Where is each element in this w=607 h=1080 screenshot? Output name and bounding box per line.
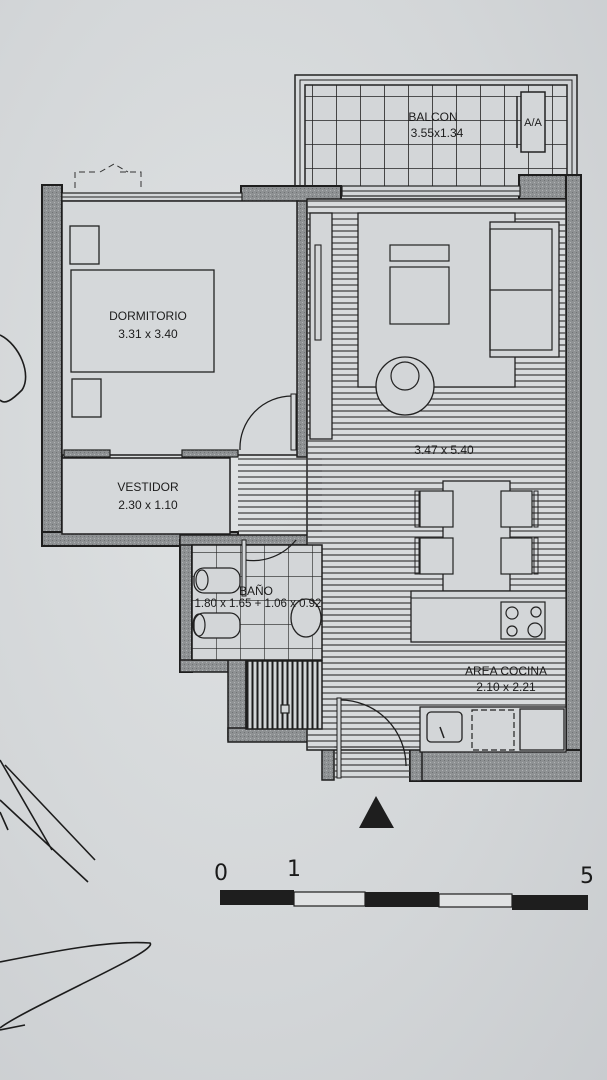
kitchen-counter (419, 706, 567, 753)
room-name-cocina: AREA COCINA (465, 664, 547, 678)
bathroom-door-swing (244, 539, 297, 562)
room-dims-bano: 1.80 x 1.65 + 1.06 x 0.92 (195, 598, 322, 610)
toilet (193, 567, 241, 594)
dishwasher (471, 709, 515, 751)
pen-scribbles (0, 334, 152, 1031)
scale-bar: 0 1 5 (214, 857, 594, 910)
ac-unit-label: A/A (524, 117, 542, 129)
coffee-table (389, 266, 450, 325)
room-bano: BAÑO 1.80 x 1.65 + 1.06 x 0.92 (191, 539, 323, 730)
room-name-vestidor: VESTIDOR (117, 480, 179, 494)
sink (426, 711, 463, 743)
shower-drain (280, 704, 290, 714)
nightstand-top (69, 225, 100, 265)
room-name-bano: BAÑO (239, 584, 273, 598)
chair (500, 537, 533, 575)
chair (419, 490, 454, 528)
cooktop (500, 601, 546, 640)
scale-label-0: 0 (214, 861, 228, 886)
ac-unit: A/A (516, 91, 546, 153)
exterior-walls (41, 174, 582, 782)
rug (357, 212, 516, 388)
tv (314, 244, 322, 341)
balcony: A/A BALCON 3.55x1.34 (294, 74, 578, 191)
fridge (519, 708, 565, 751)
ottoman (389, 244, 450, 262)
entry-door-swing (339, 699, 407, 767)
chair (500, 490, 533, 528)
room-vestidor: VESTIDOR 2.30 x 1.10 (61, 449, 239, 535)
room-dims-cocina: 2.10 x 2.21 (476, 680, 536, 694)
room-name-balcon: BALCON (408, 110, 457, 124)
scale-label-1: 1 (287, 857, 301, 882)
room-dims-living: 3.47 x 5.40 (414, 443, 474, 457)
room-dormitorio: DORMITORIO 3.31 x 3.40 (61, 200, 299, 456)
room-name-dormitorio: DORMITORIO (109, 309, 187, 323)
entry-door (336, 697, 342, 779)
bedroom-door-swing (239, 395, 293, 451)
bed (70, 269, 215, 373)
chair (419, 537, 454, 575)
nightstand-bottom (71, 378, 102, 418)
room-dims-vestidor: 2.30 x 1.10 (118, 498, 178, 512)
room-dims-balcon: 3.55x1.34 (411, 126, 464, 140)
room-dims-dormitorio: 3.31 x 3.40 (118, 327, 178, 341)
bidet (193, 612, 241, 639)
room-living: 3.47 x 5.40 AREA COCINA 2.10 x 2.21 (238, 185, 567, 779)
washbasin (290, 598, 322, 638)
bedroom-door (290, 393, 297, 451)
dining-set (414, 480, 539, 592)
armchair (375, 356, 435, 416)
north-arrow-icon (359, 796, 394, 828)
kitchen-island (410, 590, 567, 643)
scale-label-5: 5 (580, 864, 594, 889)
dining-table (442, 480, 511, 592)
bedroom-window (61, 163, 243, 202)
